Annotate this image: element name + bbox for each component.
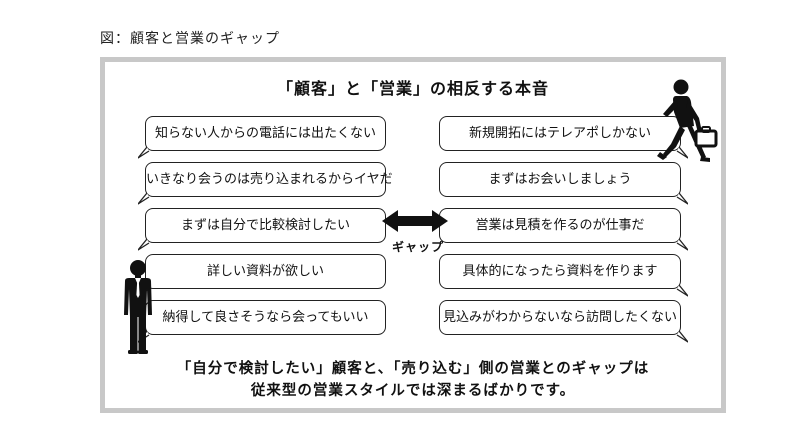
diagram-frame: 「顧客」と「営業」の相反する本音 知らない人からの電話には出たくない いきなり会… <box>100 57 726 413</box>
summary-text: 「自分で検討したい」顧客と、「売り込む」側の営業とのギャップは 従来型の営業スタ… <box>105 358 721 402</box>
sales-voice-bubble: 新規開拓にはテレアポしかない <box>439 116 688 159</box>
sales-voice-bubble: まずはお会いしましょう <box>439 162 688 205</box>
sales-voice-bubble: 見込みがわからないなら訪問したくない <box>439 300 688 343</box>
sales-voice-text: 営業は見積を作るのが仕事だ <box>475 218 645 233</box>
sales-voice-text: 具体的になったら資料を作ります <box>462 264 658 279</box>
figure-caption: 図：顧客と営業のギャップ <box>100 31 280 47</box>
double-headed-arrow-icon <box>382 210 448 232</box>
customer-voice-text: まずは自分で比較検討したい <box>180 218 350 233</box>
summary-line: 「自分で検討したい」顧客と、「売り込む」側の営業とのギャップは <box>176 361 650 377</box>
bubble-tail-icon <box>676 331 688 343</box>
customer-voice-bubble: 知らない人からの電話には出たくない <box>138 116 386 159</box>
bubble-tail-icon <box>676 147 688 159</box>
bubble-tail-icon <box>138 147 150 159</box>
bubble-tail-icon <box>138 239 150 251</box>
sales-voice-bubble: 営業は見積を作るのが仕事だ <box>439 208 688 251</box>
sales-voice-bubble: 具体的になったら資料を作ります <box>439 254 688 297</box>
customer-voice-bubble: いきなり会うのは売り込まれるからイヤだ <box>138 162 393 205</box>
customer-voice-text: 納得して良さそうなら会ってもいい <box>162 310 369 325</box>
sales-voice-text: 見込みがわからないなら訪問したくない <box>442 310 677 325</box>
customer-voice-bubble: 詳しい資料が欲しい <box>138 254 386 297</box>
sales-voice-text: まずはお会いしましょう <box>488 172 632 187</box>
sales-voice-text: 新規開拓にはテレアポしかない <box>468 126 651 141</box>
customer-voice-bubble: 納得して良さそうなら会ってもいい <box>138 300 386 343</box>
customer-voice-text: 知らない人からの電話には出たくない <box>154 126 376 141</box>
walking-salesman-with-briefcase-icon <box>657 79 718 162</box>
customer-voice-bubble: まずは自分で比較検討したい <box>138 208 386 251</box>
customer-voice-text: いきなり会うのは売り込まれるからイヤだ <box>146 172 393 187</box>
gap-label: ギャップ <box>392 240 445 254</box>
summary-line: 従来型の営業スタイルでは深まるばかりです。 <box>250 383 576 399</box>
bubble-tail-icon <box>676 239 688 251</box>
standing-businessman-icon <box>124 260 152 354</box>
bubble-tail-icon <box>138 193 150 205</box>
diagram-heading: 「顧客」と「営業」の相反する本音 <box>276 79 549 98</box>
bubble-tail-icon <box>676 285 688 297</box>
customer-voice-text: 詳しい資料が欲しい <box>206 264 324 279</box>
bubble-tail-icon <box>676 193 688 205</box>
